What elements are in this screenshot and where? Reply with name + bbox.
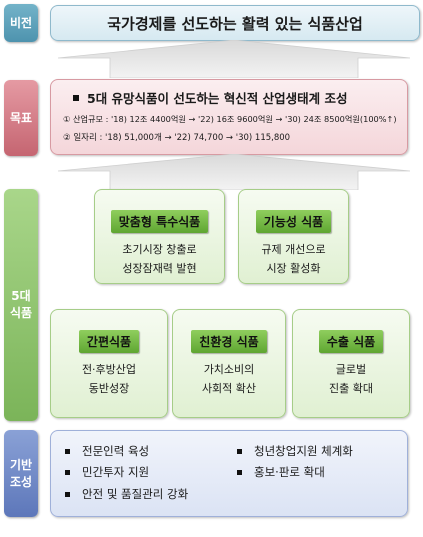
base-item-text: 전문인력 육성	[82, 444, 150, 458]
category-label: 간편식품	[78, 330, 140, 353]
side-label-goal-text: 목표	[9, 110, 33, 125]
side-label-five-foods: 5대 식품	[4, 189, 38, 421]
side-label-base-text: 기반 조성	[10, 457, 32, 491]
category-description-line2: 진출 확대	[329, 381, 373, 395]
goal-title-text: 5대 유망식품이 선도하는 혁신적 산업생태계 조성	[87, 91, 348, 106]
up-arrow-icon	[58, 154, 410, 190]
base-item: 안전 및 품질관리 강화	[65, 486, 188, 502]
side-label-vision: 비전	[4, 4, 38, 42]
base-item: 민간투자 지원	[65, 464, 149, 480]
bullet-square-icon	[73, 94, 79, 101]
side-label-five-line2: 식품	[9, 306, 33, 320]
category-description: 가치소비의 사회적 확산	[202, 361, 256, 398]
side-label-five-foods-text: 5대 식품	[10, 288, 32, 322]
base-item-text: 안전 및 품질관리 강화	[82, 487, 189, 501]
category-description-line2: 사회적 확산	[201, 381, 257, 395]
base-item-text: 청년창업지원 체계화	[254, 444, 353, 458]
bullet-square-icon	[65, 491, 70, 497]
category-card-functional-food: 기능성 식품 규제 개선으로 시장 활성화	[238, 189, 349, 284]
category-card-export-food: 수출 식품 글로벌 진출 확대	[292, 309, 410, 418]
category-description-line2: 동반성장	[88, 381, 130, 395]
category-label: 친환경 식품	[191, 330, 267, 353]
base-building-box: 전문인력 육성 청년창업지원 체계화 민간투자 지원 홍보·판로 확대 안전 및…	[50, 430, 408, 517]
category-description: 초기시장 창출로 성장잠재력 발현	[122, 241, 196, 278]
category-description-line1: 규제 개선으로	[261, 243, 326, 256]
category-description-line1: 글로벌	[335, 363, 367, 376]
side-label-base-line1: 기반	[9, 457, 33, 472]
category-card-custom-special-food: 맞춤형 특수식품 초기시장 창출로 성장잠재력 발현	[94, 189, 225, 284]
side-label-vision-text: 비전	[9, 15, 33, 30]
goal-box: 5대 유망식품이 선도하는 혁신적 산업생태계 조성 ① 산업규모 : '18)…	[50, 79, 408, 155]
vision-text: 국가경제를 선도하는 활력 있는 식품산업	[107, 14, 363, 33]
category-description-line1: 전·후방산업	[81, 363, 137, 376]
bullet-square-icon	[237, 448, 242, 454]
base-item: 전문인력 육성	[65, 443, 149, 459]
side-label-goal: 목표	[4, 80, 38, 156]
bullet-square-icon	[65, 448, 70, 454]
base-item-text: 민간투자 지원	[82, 465, 150, 479]
category-card-convenience-food: 간편식품 전·후방산업 동반성장	[50, 309, 168, 418]
category-description-line1: 가치소비의	[203, 363, 255, 376]
category-description: 전·후방산업 동반성장	[82, 361, 136, 398]
goal-industry-scale: ① 산업규모 : '18) 12조 4400억원 → '22) 16조 9600…	[63, 114, 397, 124]
goal-title: 5대 유망식품이 선도하는 혁신적 산업생태계 조성	[63, 88, 397, 107]
goal-jobs: ② 일자리 : '18) 51,000개 → '22) 74,700 → '30…	[63, 133, 291, 143]
vision-box: 국가경제를 선도하는 활력 있는 식품산업	[50, 5, 420, 41]
category-label: 수출 식품	[318, 330, 384, 353]
category-description: 글로벌 진출 확대	[329, 361, 373, 398]
category-label: 기능성 식품	[255, 210, 332, 233]
base-item-text: 홍보·판로 확대	[254, 465, 325, 479]
category-description-line2: 성장잠재력 발현	[122, 261, 197, 275]
category-description-line2: 시장 활성화	[266, 261, 321, 275]
category-description-line1: 초기시장 창출로	[122, 243, 197, 256]
up-arrow-icon	[58, 40, 410, 78]
bullet-square-icon	[65, 469, 70, 475]
category-card-eco-friendly-food: 친환경 식품 가치소비의 사회적 확산	[172, 309, 286, 418]
bullet-square-icon	[237, 469, 242, 475]
side-label-base: 기반 조성	[4, 430, 38, 517]
side-label-base-line2: 조성	[9, 474, 33, 489]
base-item: 청년창업지원 체계화	[237, 443, 353, 459]
base-item: 홍보·판로 확대	[237, 464, 325, 480]
category-label: 맞춤형 특수식품	[110, 210, 209, 233]
category-description: 규제 개선으로 시장 활성화	[261, 241, 325, 278]
side-label-five-line1: 5대	[11, 289, 31, 304]
